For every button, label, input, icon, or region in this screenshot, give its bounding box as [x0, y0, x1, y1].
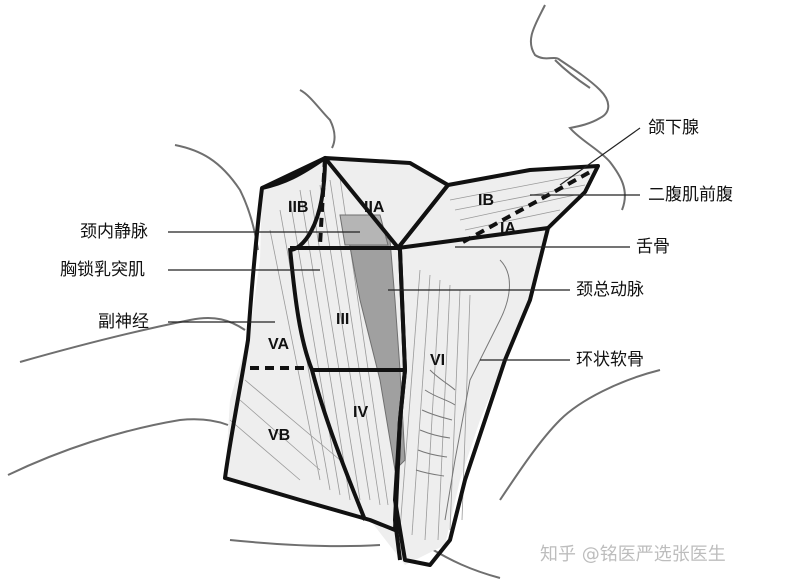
label-internal-jugular: 颈内静脉: [80, 222, 148, 242]
level-iv: IV: [353, 404, 368, 422]
label-submandibular-gland: 颌下腺: [648, 118, 699, 138]
level-ib: IB: [478, 192, 494, 210]
watermark: 知乎 @铭医严选张医生: [540, 540, 726, 566]
level-vi: VI: [430, 352, 445, 370]
level-va: VA: [268, 336, 289, 354]
label-anterior-digastric: 二腹肌前腹: [648, 185, 733, 205]
label-cricoid-cartilage: 环状软骨: [576, 350, 644, 370]
label-sternocleidomastoid: 胸锁乳突肌: [60, 260, 145, 280]
level-iii: III: [336, 311, 349, 329]
label-accessory-nerve: 副神经: [98, 312, 149, 332]
level-ia: IA: [500, 220, 516, 238]
level-iia: IIA: [364, 199, 384, 217]
level-iib: IIB: [288, 199, 308, 217]
label-hyoid: 舌骨: [636, 237, 670, 257]
level-vb: VB: [268, 427, 290, 445]
label-common-carotid: 颈总动脉: [576, 280, 644, 300]
